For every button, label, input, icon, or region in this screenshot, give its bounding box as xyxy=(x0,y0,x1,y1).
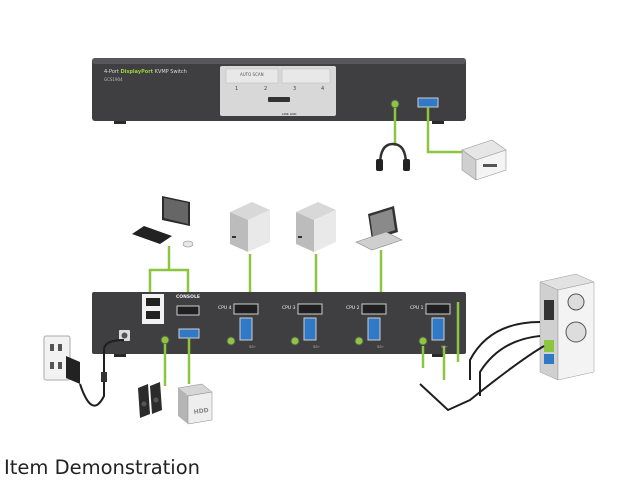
cpu-4-usb-port xyxy=(239,317,253,341)
cpu-port-group-3 xyxy=(290,303,323,346)
cpu-label-3: CPU 3 xyxy=(282,306,296,311)
cpu-3-audio-jack xyxy=(290,336,300,346)
front-panel-title: 4-Port DisplayPort KVMP Switch xyxy=(104,70,187,75)
laptop-icon xyxy=(355,206,403,251)
auto-scan-label: AUTO SCAN xyxy=(240,72,264,77)
front-audio-jack xyxy=(390,99,400,109)
cpu-port-group-2 xyxy=(354,303,387,346)
cpu-port-group-1 xyxy=(418,303,451,346)
cpu-4-displayport xyxy=(233,303,259,315)
link-button xyxy=(268,97,290,102)
keyboard-mouse-icon xyxy=(132,226,194,248)
console-audio-jack xyxy=(160,335,170,345)
cpu-label-4: CPU 4 xyxy=(218,306,232,311)
speakers-icon xyxy=(138,382,162,418)
headphones-icon xyxy=(376,142,410,171)
cpu-1-displayport xyxy=(425,303,451,315)
usb-label-cpu1: SS⇠ xyxy=(441,345,449,349)
caption: Item Demonstration xyxy=(4,456,201,479)
hdd-label: HDD xyxy=(193,407,209,416)
port-number-3: 3 xyxy=(293,86,297,92)
kvm-rear-panel xyxy=(92,292,466,357)
cpu-2-audio-jack xyxy=(354,336,364,346)
usb-label-cpu4: SS⇠ xyxy=(249,345,257,349)
cpu-label-1: CPU 1 xyxy=(410,306,424,311)
cpu-3-usb-port xyxy=(303,317,317,341)
title-prefix: 4-Port xyxy=(104,69,119,75)
port-number-2: 2 xyxy=(264,86,268,92)
link-label: LINK LINK xyxy=(282,112,297,116)
cpu-2-usb-port xyxy=(367,317,381,341)
cpu-label-2: CPU 2 xyxy=(346,306,360,311)
hdd-icon xyxy=(177,383,213,425)
usb-label-cpu2: SS⇠ xyxy=(377,345,385,349)
title-highlight: DisplayPort xyxy=(120,69,154,75)
kvm-front-panel xyxy=(92,58,466,124)
front-usb-port xyxy=(417,97,439,108)
port-number-4: 4 xyxy=(321,86,325,92)
cpu-3-displayport xyxy=(297,303,323,315)
console-label: CONSOLE xyxy=(176,295,200,300)
port-number-1: 1 xyxy=(235,86,239,92)
printer-icon xyxy=(461,139,507,181)
console-displayport xyxy=(176,305,200,316)
console-usb3-port xyxy=(178,328,200,339)
cpu-1-audio-jack xyxy=(418,336,428,346)
power-adapter-icon xyxy=(66,339,125,407)
desktop-tower-icon xyxy=(539,273,595,381)
title-suffix: KVMP Switch xyxy=(154,69,187,75)
tower-pc-icon xyxy=(296,202,336,252)
cpu-2-displayport xyxy=(361,303,387,315)
cpu-1-usb-port xyxy=(431,317,445,341)
cpu-port-groups xyxy=(226,303,451,346)
tower-pc-icon xyxy=(230,202,270,252)
monitor-icon xyxy=(162,196,190,226)
cpu-port-group-4 xyxy=(226,303,259,346)
cpu-4-audio-jack xyxy=(226,336,236,346)
usb-label-cpu3: SS⇠ xyxy=(313,345,321,349)
front-panel-model: GCS1904 xyxy=(104,77,123,82)
